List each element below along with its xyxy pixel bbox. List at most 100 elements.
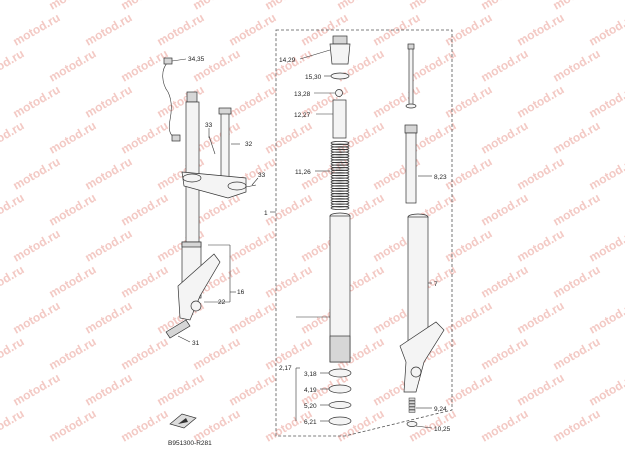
watermark-text: motod.ru	[0, 334, 27, 372]
spring-coil	[330, 161, 350, 166]
watermark-text: motod.ru	[83, 82, 135, 120]
spring-coil	[330, 190, 350, 195]
watermark-text: motod.ru	[119, 190, 171, 228]
o-ring-15-30	[330, 72, 350, 80]
spring-coil	[330, 154, 350, 158]
watermark-text: motod.ru	[443, 10, 495, 48]
spring-coil	[330, 206, 350, 210]
watermark-text: motod.ru	[479, 190, 531, 228]
spring-coil	[330, 174, 350, 179]
watermark-text: motod.ru	[371, 10, 423, 48]
watermark-text: motod.ru	[47, 190, 99, 228]
seal-3-18	[328, 368, 352, 378]
watermark-text: motod.ru	[11, 370, 63, 408]
watermark-text: motod.ru	[587, 370, 625, 408]
callout-14-29: 14,29	[279, 57, 296, 64]
outer-tube-ring	[181, 241, 202, 248]
callout-33a: 33	[205, 122, 213, 129]
callout-8-23: 8,23	[434, 174, 447, 181]
tube-slider-bushing	[329, 335, 351, 363]
watermark-text: motod.ru	[119, 118, 171, 156]
watermark-text: motod.ru	[47, 46, 99, 84]
leaders-right	[415, 175, 433, 429]
watermark-text: motod.ru	[551, 334, 603, 372]
leaders-center	[295, 49, 335, 422]
fork-cap-left	[186, 91, 198, 103]
watermark-text: motod.ru	[191, 406, 243, 444]
watermark-text: motod.ru	[11, 226, 63, 264]
spring-coil	[330, 169, 350, 174]
watermark-text: motod.ru	[263, 190, 315, 228]
bolt-thread	[408, 406, 416, 410]
watermark-text: motod.ru	[443, 154, 495, 192]
bolt-33b	[245, 184, 257, 188]
outer-parts	[399, 43, 445, 427]
watermark-text: motod.ru	[479, 406, 531, 444]
callout-13-28: 13,28	[294, 91, 311, 98]
watermark-text: motod.ru	[47, 406, 99, 444]
bolt-31	[165, 319, 191, 339]
bracket-clamp-right	[227, 181, 247, 191]
diagram-code: B951300-R281	[168, 440, 212, 447]
sensor-plug	[171, 134, 181, 142]
cap-bolt-top	[332, 35, 348, 45]
bolt-thread	[408, 409, 416, 413]
watermark-text: motod.ru	[83, 298, 135, 336]
watermark-text: motod.ru	[515, 226, 567, 264]
watermark-text: motod.ru	[0, 262, 27, 300]
watermark-text: motod.ru	[515, 370, 567, 408]
watermark-text: motod.ru	[11, 10, 63, 48]
bolt-9-24	[408, 397, 416, 413]
watermark-text: motod.ru	[11, 298, 63, 336]
spring-coil	[330, 203, 350, 208]
callout-7: 7	[434, 281, 438, 288]
spring-coil	[330, 141, 350, 145]
spring-coil	[330, 151, 350, 156]
watermark-text: motod.ru	[11, 154, 63, 192]
callout-12-27: 12,27	[294, 112, 311, 119]
watermark-text: motod.ru	[155, 10, 207, 48]
watermark-text: motod.ru	[263, 262, 315, 300]
callout-11-26: 11,26	[295, 169, 311, 176]
watermark-text: motod.ru	[479, 118, 531, 156]
stem-nut	[218, 107, 232, 115]
bolt-thread	[408, 403, 416, 407]
callout-5-20: 5,20	[304, 403, 317, 410]
callout-1: 1	[264, 210, 268, 217]
assembly-box	[275, 29, 453, 437]
rod-nut	[407, 43, 415, 50]
watermark-text: motod.ru	[155, 370, 207, 408]
spring-11-26	[330, 141, 350, 210]
washer-10-25	[406, 421, 418, 427]
front-arrow-icon	[169, 413, 197, 429]
spring-coil	[330, 167, 350, 171]
seal-4-19	[328, 384, 352, 394]
callout-9-24: 9,24	[434, 406, 447, 413]
cartridge-head	[404, 124, 418, 134]
steering-stem	[220, 111, 230, 183]
spring-coil	[330, 198, 350, 203]
fork-assembly-complete	[162, 57, 257, 339]
watermark-text: motod.ru	[119, 262, 171, 300]
spring-coil	[330, 177, 350, 182]
spring-coil	[330, 172, 350, 177]
spring-coil	[330, 146, 350, 151]
watermark-text: motod.ru	[551, 406, 603, 444]
washer-13-28	[335, 89, 343, 97]
watermark-text: motod.ru	[371, 82, 423, 120]
seal-5-20	[328, 401, 352, 409]
watermark-text: motod.ru	[83, 370, 135, 408]
inner-tube-left	[185, 101, 200, 243]
watermark-text: motod.ru	[515, 82, 567, 120]
callout-6-21: 6,21	[304, 419, 317, 426]
spring-coil	[330, 148, 350, 153]
watermark-text: motod.ru	[407, 46, 459, 84]
callout-16: 16	[237, 289, 245, 296]
cap-bolt-14-29	[329, 43, 351, 65]
watermark-text: motod.ru	[227, 226, 279, 264]
watermark-text: motod.ru	[0, 46, 27, 84]
watermark-text: motod.ru	[83, 226, 135, 264]
callout-4-19: 4,19	[304, 387, 317, 394]
spring-coil	[330, 187, 350, 192]
watermark-text: motod.ru	[227, 10, 279, 48]
